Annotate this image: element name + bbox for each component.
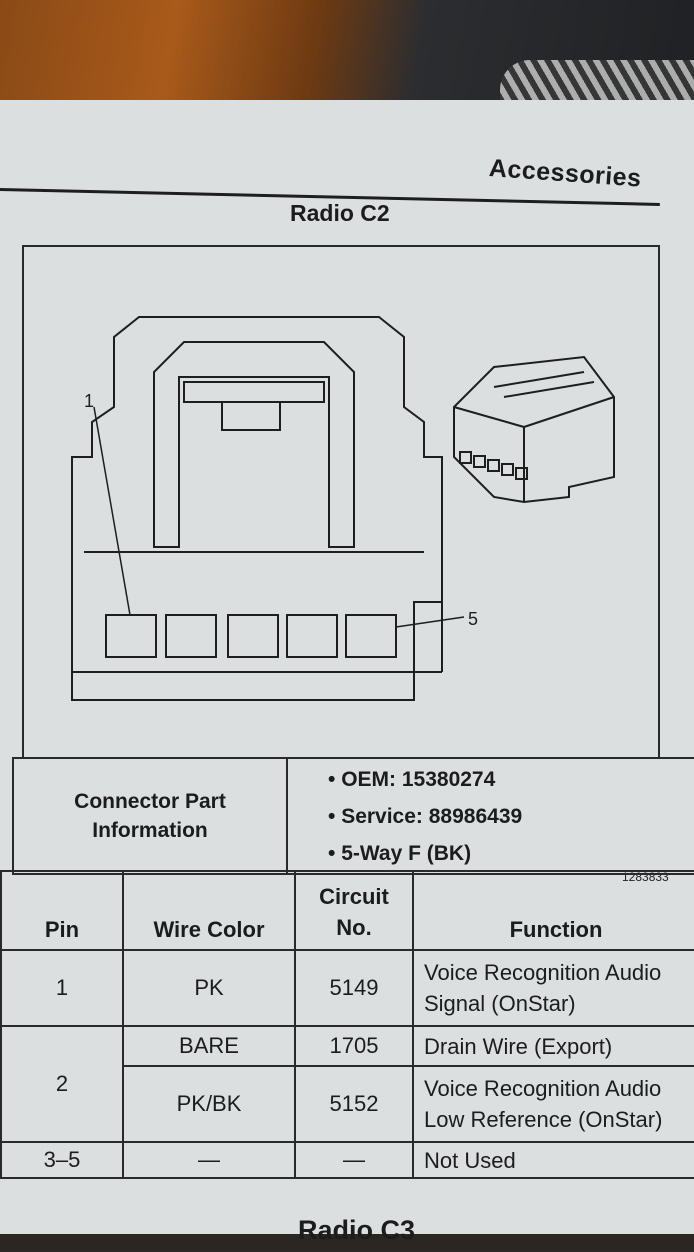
table-row: 3–5 — — Not Used <box>0 1141 694 1179</box>
service-part-number: Service: 88986439 <box>328 798 694 835</box>
header-function: Function <box>412 870 694 951</box>
pin-table: Pin Wire Color Circuit No. Function 1 PK… <box>0 870 694 1179</box>
pin-5-callout: 5 <box>468 609 478 629</box>
connector-isometric <box>453 355 615 504</box>
connector-type: 5-Way F (BK) <box>328 835 694 872</box>
manual-page: Accessories Radio C2 <box>0 100 694 1252</box>
pin-cavity-1 <box>105 614 157 658</box>
pin-cavity-2 <box>165 614 217 658</box>
table-row: PK/BK 5152 Voice Recognition Audio Low R… <box>1 1065 694 1143</box>
oem-part-number: OEM: 15380274 <box>328 761 694 798</box>
latch-outline <box>153 341 355 548</box>
pin-1-callout: 1 <box>84 391 94 411</box>
table-row: 1 PK 5149 Voice Recognition Audio Signal… <box>0 949 694 1027</box>
table-row: 2 BARE 1705 Drain Wire (Export) <box>0 1025 694 1143</box>
header-circuit: Circuit No. <box>294 870 414 951</box>
section-header: Accessories <box>488 154 643 193</box>
part-info-label: Connector Part Information <box>12 757 288 875</box>
header-pin: Pin <box>0 870 124 951</box>
next-connector-title: Radio C3 <box>298 1215 416 1245</box>
pin-cavity-3 <box>227 614 279 658</box>
connector-part-info: Connector Part Information OEM: 15380274… <box>12 757 694 875</box>
connector-diagram: 1 5 <box>71 316 615 701</box>
part-info-list: OEM: 15380274 Service: 88986439 5-Way F … <box>286 757 694 875</box>
connector-figure: 1 5 1283833 <box>22 245 669 884</box>
pin-cavity-5 <box>345 614 397 658</box>
pin-cavity-4 <box>286 614 338 658</box>
connector-title: Radio C2 <box>290 200 390 226</box>
header-wire-color: Wire Color <box>122 870 296 951</box>
housing-outline <box>71 316 443 701</box>
